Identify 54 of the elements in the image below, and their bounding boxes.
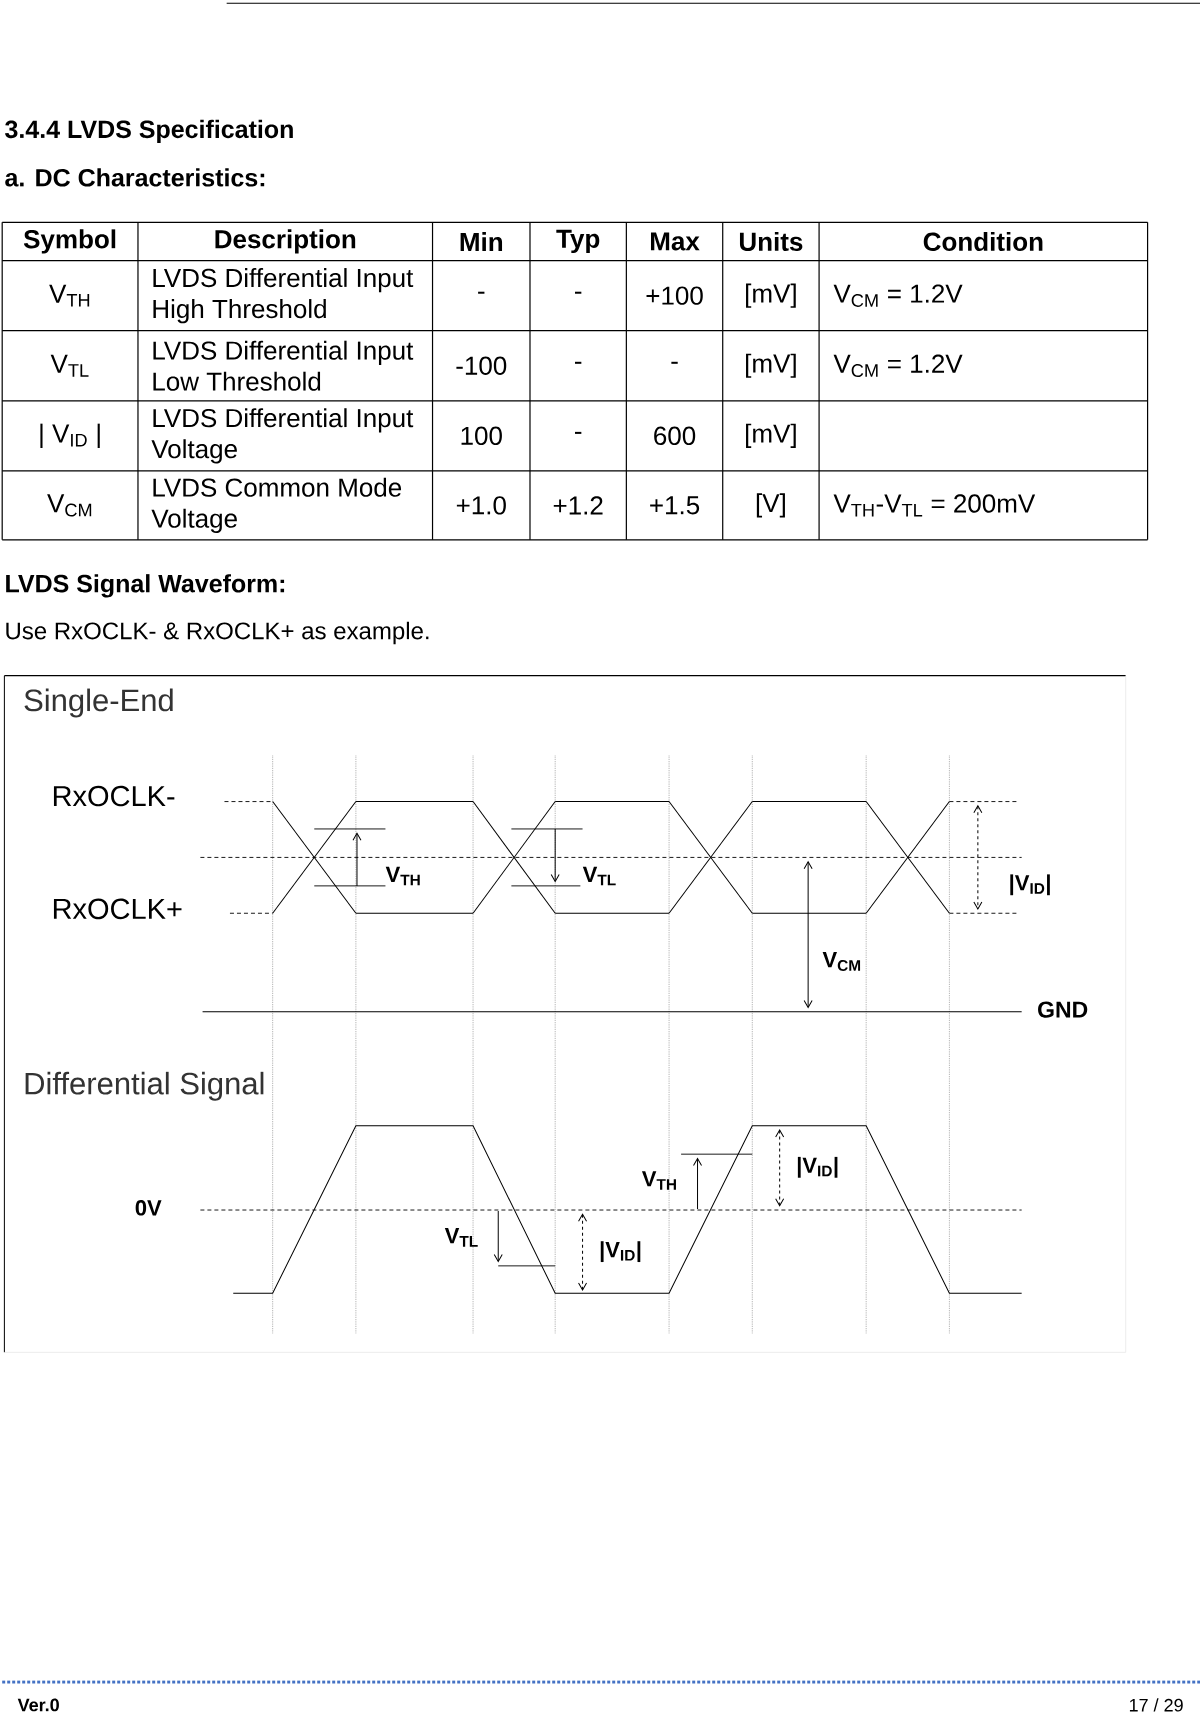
voltage-label: |V$_{ID}$| [1010, 874, 1050, 896]
table-cell: 100 [461, 426, 502, 446]
header-cell: Max [650, 232, 700, 251]
header-cell: Condition [923, 231, 1043, 251]
panel-title: Differential Signal [25, 1071, 264, 1101]
table-cell: V$_{CM}$ [47, 494, 92, 517]
table-cell: [V] [756, 493, 785, 518]
section-heading: LVDS Signal Waveform: [6, 574, 284, 598]
table-cell: [mV] [745, 353, 796, 378]
table-cell: - [574, 291, 582, 294]
table-cell: V$_{CM}$ = 1.2V [833, 354, 963, 377]
signal-label: RxOCLK- [53, 785, 175, 807]
section-heading: a. DC Characteristics: [5, 168, 265, 187]
table-cell: +1.0 [456, 496, 506, 515]
voltage-label: |V$_{ID}$| [600, 1241, 641, 1263]
table-cell: LVDS Differential Input Low Threshold [153, 340, 414, 391]
note-text: Use RxOCLK- & RxOCLK+ as example. [6, 621, 429, 645]
table-cell: - [574, 431, 582, 434]
header-cell: Units [739, 231, 803, 251]
table-cell: 600 [654, 426, 696, 446]
table-cell: - [574, 361, 582, 364]
table-cell: V$_{TH}$ [49, 284, 90, 307]
table-cell: LVDS Common Mode Voltage [151, 477, 401, 533]
table-cell: +100 [646, 286, 703, 305]
voltage-label: |V$_{ID}$| [797, 1156, 838, 1178]
voltage-label: V$_{TL}$ [444, 1228, 478, 1247]
table-cell: [mV] [745, 283, 796, 308]
voltage-label: V$_{TH}$ [641, 1171, 676, 1190]
table-cell: [mV] [745, 423, 796, 448]
table-cell: | V$_{ID}$ | [40, 423, 100, 448]
voltage-label: GND [1038, 1001, 1088, 1018]
page-number: 17 / 29 [1129, 1698, 1183, 1712]
version-text: Ver.0 [17, 1698, 59, 1712]
header-cell: Min [460, 232, 502, 251]
table-cell: LVDS Differential Input Voltage [151, 408, 414, 464]
table-cell: -100 [456, 356, 507, 375]
signal-label: RxOCLK+ [53, 898, 182, 920]
table-cell: +1.5 [650, 496, 700, 515]
table-cell: - [671, 361, 678, 364]
voltage-label: 0V [135, 1200, 162, 1216]
panel-title: Single-End [24, 688, 173, 718]
section-heading: 3.4.4 LVDS Specification [5, 119, 293, 144]
table-cell: V$_{TH}$-V$_{TL}$ = 200mV [833, 494, 1036, 517]
table-cell: +1.2 [553, 496, 603, 515]
header-cell: Typ [556, 229, 600, 254]
voltage-label: V$_{CM}$ [822, 952, 860, 971]
table-cell: LVDS Differential Input High Threshold [153, 268, 414, 324]
table-cell: V$_{TL}$ [50, 354, 89, 377]
voltage-label: V$_{TL}$ [582, 866, 616, 886]
table-cell: - [478, 291, 485, 294]
voltage-label: V$_{TH}$ [385, 866, 420, 886]
header-cell: Description [215, 229, 356, 254]
header-cell: Symbol [23, 229, 116, 254]
table-cell: V$_{CM}$ = 1.2V [833, 284, 963, 307]
